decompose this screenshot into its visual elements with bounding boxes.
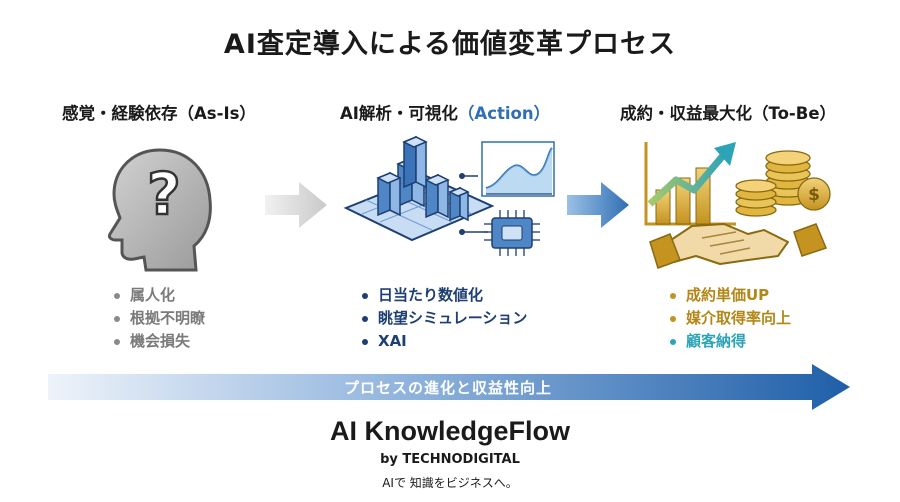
bullet-text: 属人化 [130,286,176,304]
byline-prefix: by [380,452,403,467]
page-title: AI査定導入による価値変革プロセス [223,29,677,60]
brand-tagline: AIで 知識をビジネスへ。 [382,476,518,490]
bullet-text: 根拠不明瞭 [130,309,206,327]
bullet-text: XAI [378,332,407,350]
growth-handshake-coins-icon: $ [644,142,831,269]
bullet-dot-icon [114,338,120,345]
bullet-dot-icon [670,338,676,345]
svg-text:?: ? [147,160,181,228]
list-item: 属人化 [114,284,205,307]
action-heading-accent: （Action） [457,104,551,123]
list-item: 日当たり数値化 [362,284,527,307]
question-head-icon: ? [108,148,212,272]
bullet-dot-icon [670,292,676,299]
bullet-dot-icon [114,315,120,322]
to-be-bullet-list: 成約単価UP 媒介取得率向上 顧客納得 [670,284,791,353]
bullet-dot-icon [114,292,120,299]
list-item: 根拠不明瞭 [114,307,205,330]
bullet-text: 顧客納得 [686,332,747,350]
bullet-dot-icon [362,315,368,322]
list-item: 媒介取得率向上 [670,307,791,330]
list-item: XAI [362,330,527,353]
brand-byline: by TECHNODIGITAL [0,452,900,467]
bullet-dot-icon [670,315,676,322]
bullet-text: 媒介取得率向上 [686,309,792,327]
bullet-text: 眺望シミュレーション [378,309,528,327]
bullet-dot-icon [362,292,368,299]
action-heading-main: AI解析・可視化 [340,104,458,123]
flow-arrow-2 [567,182,629,228]
flow-arrow-1 [265,182,327,228]
as-is-bullet-list: 属人化 根拠不明瞭 機会損失 [114,284,205,353]
bullet-text: 機会損失 [130,332,191,350]
brand-name: AI KnowledgeFlow [330,416,570,446]
bullet-text: 成約単価UP [686,286,770,304]
bullet-dot-icon [362,338,368,345]
company-name: TECHNODIGITAL [402,452,520,467]
list-item: 眺望シミュレーション [362,307,527,330]
process-flow-arrow [48,364,850,410]
list-item: 成約単価UP [670,284,791,307]
to-be-heading: 成約・収益最大化（To-Be） [620,104,837,123]
action-bullet-list: 日当たり数値化 眺望シミュレーション XAI [362,284,527,353]
list-item: 顧客納得 [670,330,791,353]
process-flow-label: プロセスの進化と収益性向上 [343,378,552,397]
bullet-text: 日当たり数値化 [378,286,484,304]
list-item: 機会損失 [114,330,205,353]
svg-text:$: $ [808,185,820,205]
as-is-heading: 感覚・経験依存（As-Is） [62,104,256,123]
action-heading: AI解析・可視化（Action） [340,100,550,124]
3d-city-analysis-icon [343,136,555,256]
